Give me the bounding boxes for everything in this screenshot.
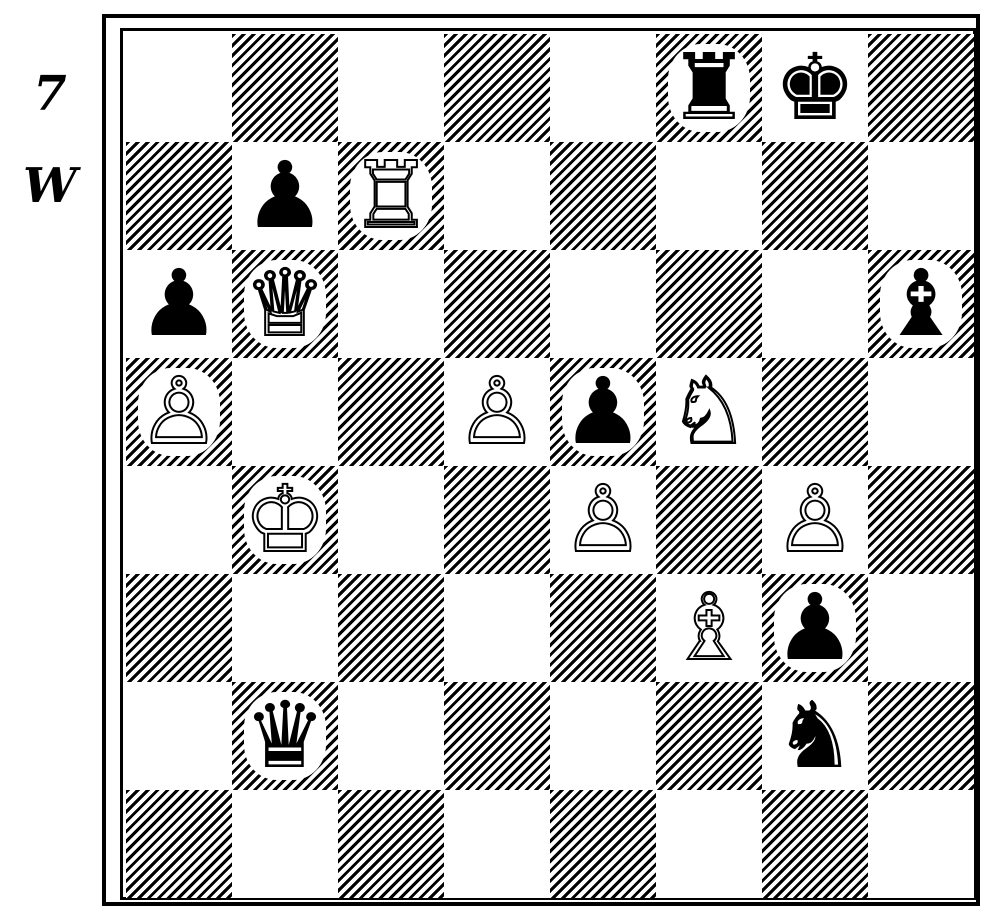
black-queen-icon[interactable]: ♛ — [244, 690, 326, 782]
square-g1[interactable] — [762, 790, 868, 898]
square-h5[interactable] — [868, 358, 974, 466]
white-pawn-icon[interactable]: ♙ — [456, 366, 538, 458]
black-pawn-icon[interactable]: ♟ — [774, 582, 856, 674]
black-king-icon[interactable]: ♚ — [774, 42, 856, 134]
square-d7[interactable] — [444, 142, 550, 250]
square-g3[interactable]: ♟ — [762, 574, 868, 682]
square-c7[interactable]: ♖ — [338, 142, 444, 250]
white-queen-icon[interactable]: ♕ — [244, 258, 326, 350]
square-e8[interactable] — [550, 34, 656, 142]
white-pawn-icon[interactable]: ♙ — [562, 474, 644, 566]
square-g7[interactable] — [762, 142, 868, 250]
square-b7[interactable]: ♟ — [232, 142, 338, 250]
square-b3[interactable] — [232, 574, 338, 682]
square-b1[interactable] — [232, 790, 338, 898]
square-c3[interactable] — [338, 574, 444, 682]
square-e7[interactable] — [550, 142, 656, 250]
square-a3[interactable] — [126, 574, 232, 682]
square-a5[interactable]: ♙ — [126, 358, 232, 466]
square-a7[interactable] — [126, 142, 232, 250]
square-e3[interactable] — [550, 574, 656, 682]
square-b6[interactable]: ♕ — [232, 250, 338, 358]
black-pawn-icon[interactable]: ♟ — [244, 150, 326, 242]
square-f6[interactable] — [656, 250, 762, 358]
white-knight-icon[interactable]: ♘ — [668, 366, 750, 458]
square-e5[interactable]: ♟ — [550, 358, 656, 466]
black-pawn-icon[interactable]: ♟ — [138, 258, 220, 350]
white-pawn-icon[interactable]: ♙ — [774, 474, 856, 566]
square-h8[interactable] — [868, 34, 974, 142]
square-a8[interactable] — [126, 34, 232, 142]
diagram-number-label: 7 — [20, 70, 80, 118]
square-e4[interactable]: ♙ — [550, 466, 656, 574]
square-b5[interactable] — [232, 358, 338, 466]
chess-board: ♜ ♚ ♟ ♖ ♟ ♕ ♝ ♙ ♙ ♟ ♘ ♔ ♙ ♙ ♗ ♟ ♛ ♞ — [126, 34, 974, 898]
square-c1[interactable] — [338, 790, 444, 898]
black-rook-icon[interactable]: ♜ — [668, 42, 750, 134]
square-g5[interactable] — [762, 358, 868, 466]
black-knight-icon[interactable]: ♞ — [774, 690, 856, 782]
square-g4[interactable]: ♙ — [762, 466, 868, 574]
square-d4[interactable] — [444, 466, 550, 574]
square-b4[interactable]: ♔ — [232, 466, 338, 574]
square-d1[interactable] — [444, 790, 550, 898]
square-b2[interactable]: ♛ — [232, 682, 338, 790]
square-f8[interactable]: ♜ — [656, 34, 762, 142]
square-g8[interactable]: ♚ — [762, 34, 868, 142]
square-a4[interactable] — [126, 466, 232, 574]
white-king-icon[interactable]: ♔ — [244, 474, 326, 566]
square-c8[interactable] — [338, 34, 444, 142]
square-d5[interactable]: ♙ — [444, 358, 550, 466]
square-c5[interactable] — [338, 358, 444, 466]
square-h4[interactable] — [868, 466, 974, 574]
square-g2[interactable]: ♞ — [762, 682, 868, 790]
square-a6[interactable]: ♟ — [126, 250, 232, 358]
black-bishop-icon[interactable]: ♝ — [880, 258, 962, 350]
square-f5[interactable]: ♘ — [656, 358, 762, 466]
square-e6[interactable] — [550, 250, 656, 358]
square-h2[interactable] — [868, 682, 974, 790]
square-h3[interactable] — [868, 574, 974, 682]
side-to-move-label: W — [18, 162, 82, 210]
square-c6[interactable] — [338, 250, 444, 358]
square-g6[interactable] — [762, 250, 868, 358]
square-c4[interactable] — [338, 466, 444, 574]
square-h1[interactable] — [868, 790, 974, 898]
square-h6[interactable]: ♝ — [868, 250, 974, 358]
square-f4[interactable] — [656, 466, 762, 574]
white-rook-icon[interactable]: ♖ — [350, 150, 432, 242]
white-bishop-icon[interactable]: ♗ — [668, 582, 750, 674]
square-h7[interactable] — [868, 142, 974, 250]
square-f2[interactable] — [656, 682, 762, 790]
square-d8[interactable] — [444, 34, 550, 142]
black-pawn-icon[interactable]: ♟ — [562, 366, 644, 458]
square-f3[interactable]: ♗ — [656, 574, 762, 682]
square-c2[interactable] — [338, 682, 444, 790]
square-e2[interactable] — [550, 682, 656, 790]
square-f7[interactable] — [656, 142, 762, 250]
square-d3[interactable] — [444, 574, 550, 682]
square-b8[interactable] — [232, 34, 338, 142]
square-a2[interactable] — [126, 682, 232, 790]
square-d2[interactable] — [444, 682, 550, 790]
square-f1[interactable] — [656, 790, 762, 898]
square-e1[interactable] — [550, 790, 656, 898]
white-pawn-icon[interactable]: ♙ — [138, 366, 220, 458]
square-d6[interactable] — [444, 250, 550, 358]
square-a1[interactable] — [126, 790, 232, 898]
